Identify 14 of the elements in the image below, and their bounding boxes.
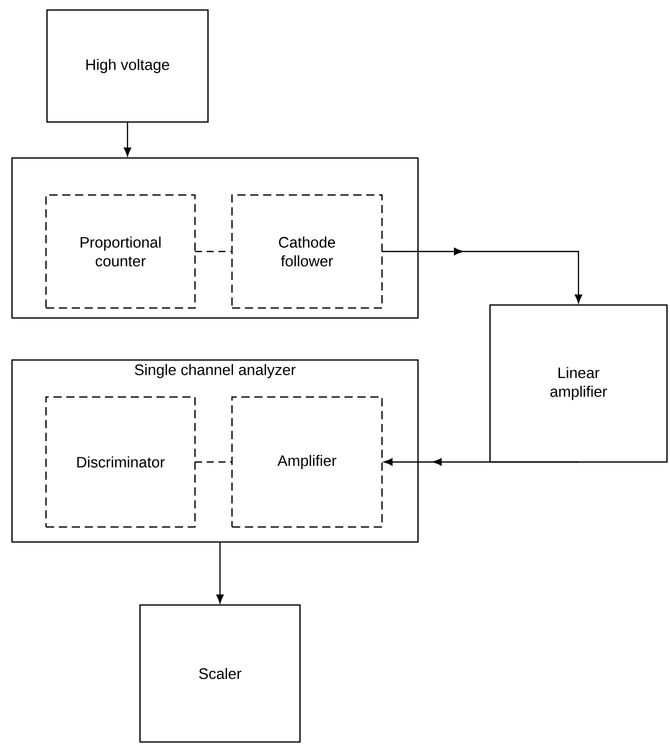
dashed-box: Discriminator bbox=[45, 396, 196, 528]
process-box: High voltage bbox=[46, 9, 209, 123]
connector-line bbox=[195, 250, 232, 252]
arrow bbox=[124, 122, 132, 156]
dashed-box: Cathode follower bbox=[231, 194, 383, 309]
arrow bbox=[216, 542, 224, 604]
arrow bbox=[382, 248, 582, 304]
dashed-box: Proportional counter bbox=[45, 194, 196, 309]
process-box: Scaler bbox=[139, 604, 301, 743]
dashed-box: Amplifier bbox=[231, 396, 383, 528]
connector-line bbox=[195, 461, 232, 463]
arrow bbox=[384, 458, 578, 466]
process-box: Linear amplifier bbox=[489, 304, 668, 463]
enclosure-box bbox=[11, 157, 419, 319]
